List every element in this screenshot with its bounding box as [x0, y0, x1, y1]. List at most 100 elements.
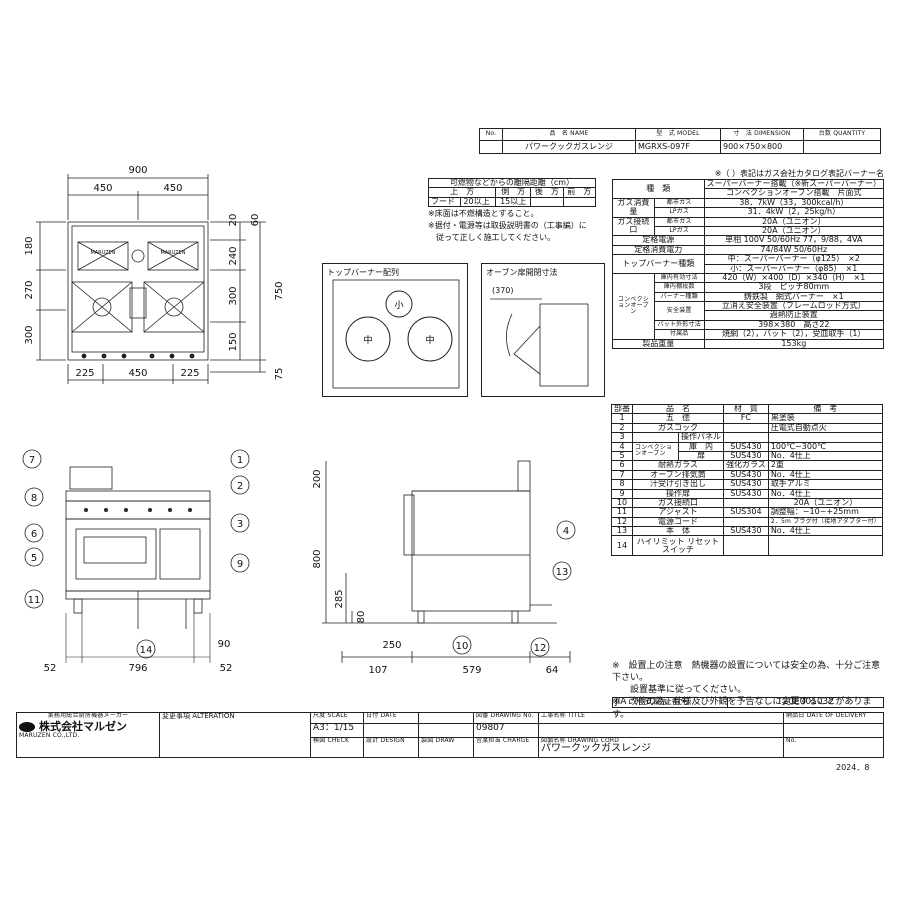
front-callout-14: 14 — [140, 645, 153, 656]
part-remarks-10: 20A（ユニオン） — [767, 497, 884, 509]
dim-300-left: 300 — [24, 325, 35, 344]
clearance-front-value — [562, 196, 597, 208]
spec-value: スーパーバーナー搭載（※新スーパーバーナー） — [703, 178, 885, 190]
part-remarks-1: 黒塗装 — [767, 413, 884, 424]
front-callout-6: 6 — [31, 529, 37, 540]
dim-300-right: 300 — [228, 286, 239, 305]
burner-mid-right: 中 — [425, 334, 434, 346]
spec-value: 3段 ピッチ80mm — [703, 282, 885, 293]
spec-group-label: 定格消費電力 — [612, 244, 705, 256]
part-name-9: 操作扉 — [632, 488, 724, 499]
side-dim-250: 250 — [382, 640, 401, 651]
part-name-7: オーブン排気筒 — [632, 469, 724, 481]
spec-value: 153kg — [703, 338, 885, 350]
scale-label: 尺度 SCALE — [310, 711, 364, 725]
clearance-head-front: 前 方 — [562, 187, 597, 198]
clearance-note-2: ※据付・電源等は取扱説明書の（工事編）に — [428, 221, 587, 231]
dim-750: 750 — [274, 281, 285, 300]
company-tagline: 業務用総合厨房機器メーカー — [47, 712, 129, 719]
design-label: 設計 DESIGN — [363, 736, 419, 759]
part-material-13: SUS430 — [722, 526, 769, 537]
spec-sub-label: LPガス — [653, 207, 705, 218]
part-material-4: SUS430 — [722, 441, 769, 452]
spec-value: 鋳鉄製 網式バーナー ×1 — [703, 291, 885, 303]
clearance-note-3: 従って正しく施工してください。 — [428, 233, 556, 243]
part-no-11: 11 — [611, 507, 633, 518]
clearance-note-1: ※床面は不燃構造とすること。 — [428, 209, 539, 219]
side-dim-64: 64 — [546, 665, 559, 676]
product-quantity — [803, 140, 881, 154]
part-no-7: 7 — [611, 469, 633, 481]
dim-240: 240 — [228, 246, 239, 265]
spec-row: 定格電源単相 100V 50/60Hz 77，9/88，4VA — [612, 235, 885, 246]
dim-450-left: 450 — [93, 183, 112, 194]
side-dim-579: 579 — [462, 665, 481, 676]
spec-value: 焼網（2），バット（2），受皿取手（1） — [703, 329, 885, 340]
hdr-dim: 寸 法 DIMENSION — [720, 128, 804, 141]
spec-group-label: コンベクションオーブン — [612, 272, 655, 340]
side-dim-200: 200 — [312, 469, 323, 488]
clearance-hood: フード — [427, 196, 462, 208]
spec-value: 398×380 高さ22 — [703, 319, 885, 331]
front-dim-52-left: 52 — [44, 663, 57, 674]
dim-270: 270 — [24, 280, 35, 299]
spec-value: 74/84W 50/60Hz — [703, 244, 885, 256]
spec-row: 安全装置立消え安全装置（フレームロッド方式） — [613, 301, 885, 321]
part-group-oven: コンベクションオーブン — [632, 441, 679, 462]
spec-sub-label: 庫内棚段数 — [653, 282, 705, 293]
hdr-no: No. — [479, 128, 503, 141]
check-label: 検図 CHECK — [310, 736, 364, 759]
part-name-3: 操作パネル — [677, 432, 724, 443]
draw-label: 製図 DRAW — [418, 736, 474, 759]
part-remarks-8: 取手アルミ — [767, 479, 884, 490]
part-remarks-13: No．4仕上 — [767, 526, 884, 537]
part-no-6: 6 — [611, 460, 633, 471]
part-remarks-5: No．4仕上 — [767, 450, 884, 462]
note-line-2: 設置基準に従ってください。 — [612, 685, 747, 696]
spec-row: コンベクションオーブン搭載 片面式 — [613, 188, 885, 199]
part-name-12: 電源コード — [632, 516, 724, 528]
burner-small: 小 — [394, 300, 403, 311]
spec-group-label: 定格電源 — [612, 235, 705, 246]
part-no-12: 12 — [611, 516, 633, 528]
oven-door-dim: 370 — [495, 286, 511, 295]
dim-180: 180 — [24, 236, 35, 255]
spec-value: 立消え安全装置（フレームロッド方式） — [703, 301, 885, 312]
part-material-12 — [722, 516, 769, 528]
side-dim-285: 285 — [334, 589, 345, 608]
front-callout-2: 2 — [237, 481, 243, 492]
side-callout-12: 12 — [534, 643, 547, 654]
clearance-back-value — [530, 196, 564, 208]
part-name-10: ガス接続口 — [632, 497, 724, 509]
jia-label: JIA 形式認証番号 — [612, 696, 728, 709]
dim-900: 900 — [128, 165, 147, 176]
no-label: No. — [783, 736, 884, 759]
spec-sub-label: 都市ガス — [653, 197, 705, 209]
side-callout-10: 10 — [456, 641, 469, 652]
part-name-4: 庫 内 — [677, 441, 724, 452]
product-model: MGRXS-097F — [635, 140, 721, 154]
side-callout-4: 4 — [563, 526, 569, 537]
oven-door-dim-wrap: (370) — [492, 286, 514, 295]
part-no-14: 14 — [611, 535, 633, 557]
spec-sub-label: 付属品 — [653, 329, 705, 340]
note-line-1: ※ 設置上の注意 熱機器の設置については安全の為、十分ご注意下さい。 — [612, 661, 881, 684]
dim-60: 60 — [250, 214, 261, 227]
spec-row: 種 類スーパーバーナー搭載（※新スーパーバーナー） — [612, 178, 885, 199]
part-no-2: 2 — [611, 422, 633, 434]
drawing-no-label: 図番 DRAWING No. — [473, 711, 539, 725]
clearance-head-back: 後 方 — [530, 187, 564, 198]
delivery-label: 納品日 DATE OF DELIVERY — [783, 711, 884, 725]
spec-sub-label: LPガス — [653, 225, 705, 237]
clearance-head-side: 側 方 — [495, 187, 532, 198]
parts-head-material: 材 質 — [722, 403, 769, 415]
spec-sub-label: バット外形寸法 — [653, 319, 705, 331]
spec-row: 過熱防止装置 — [613, 310, 885, 321]
part-name-2: ガスコック — [632, 422, 724, 434]
front-callout-9: 9 — [237, 559, 243, 570]
parts-head-no: 部番 — [611, 403, 633, 415]
date-label: 日付 DATE — [363, 711, 419, 725]
spec-value: 38．7kW（33，300kcal/h） — [703, 197, 885, 209]
